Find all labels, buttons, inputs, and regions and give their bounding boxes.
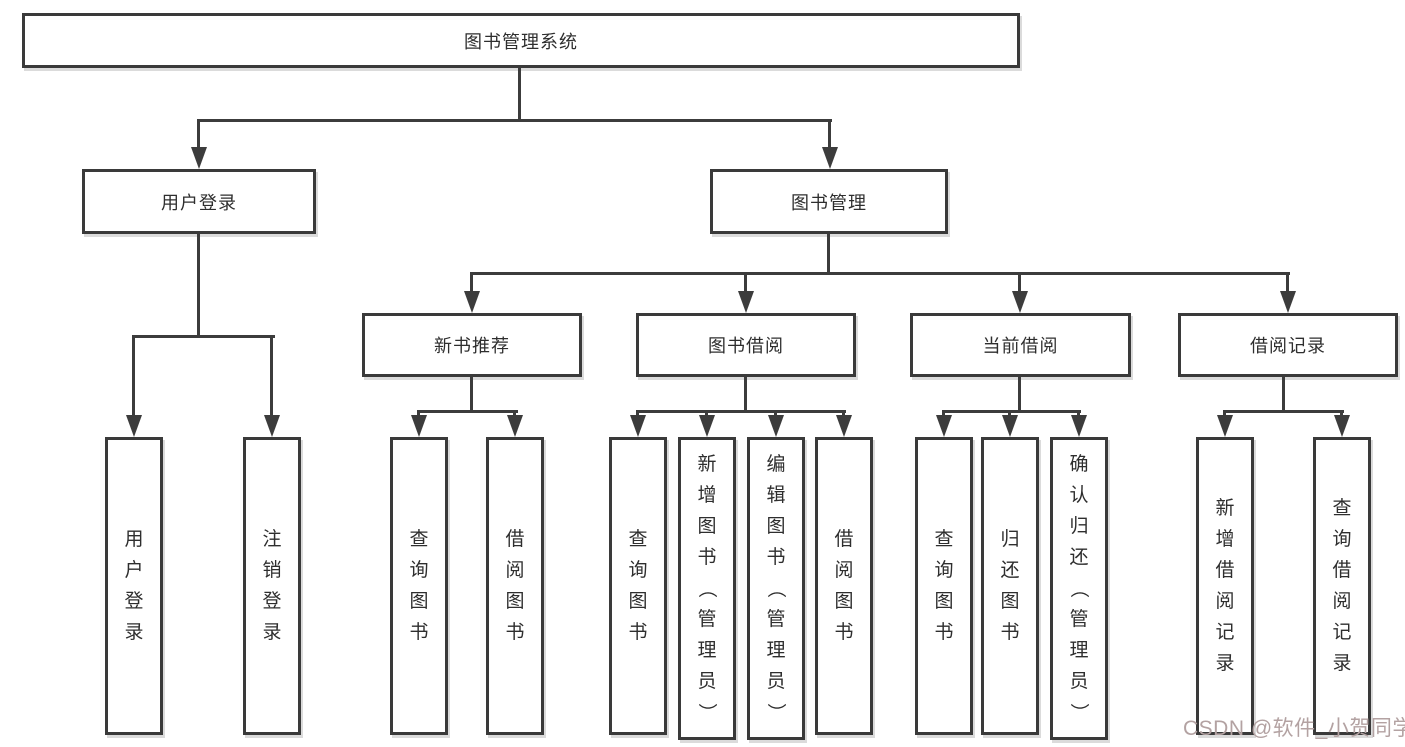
- node-leaf-query-borrow-record-label: 查询借阅记录: [1332, 498, 1352, 674]
- arrowhead-to-leaf-borrow-book-1: [507, 415, 523, 437]
- node-leaf-return-book: 归还图书: [981, 437, 1039, 735]
- node-leaf-edit-book-label: 编辑图书（管理员）: [765, 454, 787, 723]
- node-leaf-user-login-label: 用户登录: [124, 529, 144, 643]
- node-book-borrow-label: 图书借阅: [708, 336, 784, 356]
- node-leaf-logout: 注销登录: [243, 437, 301, 735]
- arrowhead-to-leaf-edit-book: [768, 415, 784, 437]
- node-leaf-user-login: 用户登录: [105, 437, 163, 735]
- node-new-book-rec-label: 新书推荐: [434, 336, 510, 356]
- arrowhead-to-leaf-borrow-book-2: [836, 415, 852, 437]
- node-leaf-query-borrow-record: 查询借阅记录: [1313, 437, 1371, 735]
- node-user-login-group: 用户登录: [82, 169, 316, 234]
- connector-to-borrow-records: [1286, 272, 1289, 294]
- arrowhead-to-leaf-user-login: [126, 415, 142, 437]
- connector-book-borrow-trunk: [744, 377, 747, 413]
- connector-new-book-rec-trunk: [470, 377, 473, 413]
- node-book-borrow: 图书借阅: [636, 313, 856, 377]
- node-leaf-borrow-book-2: 借阅图书: [815, 437, 873, 735]
- connector-book-borrow-split-bar: [636, 410, 846, 413]
- connector-borrow-records-trunk: [1282, 377, 1285, 413]
- arrowhead-to-book-borrow: [738, 291, 754, 313]
- node-leaf-edit-book: 编辑图书（管理员）: [747, 437, 805, 740]
- arrowhead-to-borrow-records: [1280, 291, 1296, 313]
- node-leaf-query-book-1-label: 查询图书: [409, 529, 429, 643]
- node-book-mgmt: 图书管理: [710, 169, 948, 234]
- connector-root-split-bar: [198, 119, 832, 122]
- node-leaf-add-book-label: 新增图书（管理员）: [696, 454, 718, 723]
- node-leaf-query-book-2: 查询图书: [609, 437, 667, 735]
- node-leaf-logout-label: 注销登录: [262, 529, 282, 643]
- arrowhead-to-leaf-add-borrow-record: [1217, 415, 1233, 437]
- node-new-book-rec: 新书推荐: [362, 313, 582, 377]
- arrowhead-to-leaf-confirm-return: [1071, 415, 1087, 437]
- node-leaf-query-book-1: 查询图书: [390, 437, 448, 735]
- node-leaf-confirm-return-label: 确认归还（管理员）: [1068, 454, 1090, 723]
- connector-to-leaf-user-login: [132, 335, 135, 417]
- arrowhead-to-leaf-add-book: [699, 415, 715, 437]
- connector-book-mgmt-trunk: [827, 234, 830, 275]
- connector-book-mgmt-split-bar: [470, 272, 1290, 275]
- connector-new-book-rec-split-bar: [417, 410, 518, 413]
- node-leaf-add-borrow-record-label: 新增借阅记录: [1215, 498, 1235, 674]
- arrowhead-to-leaf-query-book-1: [411, 415, 427, 437]
- connector-to-new-book-rec: [470, 272, 473, 294]
- arrowhead-to-book-mgmt: [822, 147, 838, 169]
- connector-to-leaf-logout: [270, 335, 273, 417]
- arrowhead-to-leaf-query-borrow-record: [1334, 415, 1350, 437]
- arrowhead-to-leaf-return-book: [1002, 415, 1018, 437]
- node-leaf-borrow-book-1-label: 借阅图书: [505, 529, 525, 643]
- node-leaf-query-book-2-label: 查询图书: [628, 529, 648, 643]
- node-current-borrow-label: 当前借阅: [982, 336, 1059, 356]
- node-leaf-return-book-label: 归还图书: [1000, 529, 1020, 643]
- connector-borrow-records-split-bar: [1223, 410, 1344, 413]
- connector-user-login-split-bar: [133, 335, 275, 338]
- arrowhead-to-current-borrow: [1012, 291, 1028, 313]
- connector-current-borrow-split-bar: [942, 410, 1081, 413]
- connector-to-user-login: [197, 119, 200, 151]
- node-borrow-records-label: 借阅记录: [1250, 336, 1326, 356]
- connector-user-login-trunk: [197, 234, 200, 338]
- node-leaf-borrow-book-1: 借阅图书: [486, 437, 544, 735]
- connector-to-current-borrow: [1018, 272, 1021, 294]
- connector-root-trunk: [518, 68, 521, 121]
- csdn-watermark: CSDN @软件_小贺同学: [1183, 717, 1405, 740]
- node-leaf-query-book-3: 查询图书: [915, 437, 973, 735]
- node-leaf-query-book-3-label: 查询图书: [934, 529, 954, 643]
- arrowhead-to-leaf-logout: [264, 415, 280, 437]
- arrowhead-to-leaf-query-book-2: [630, 415, 646, 437]
- node-leaf-confirm-return: 确认归还（管理员）: [1050, 437, 1108, 740]
- connector-current-borrow-trunk: [1018, 377, 1021, 413]
- node-leaf-add-borrow-record: 新增借阅记录: [1196, 437, 1254, 735]
- arrowhead-to-user-login: [191, 147, 207, 169]
- node-root-label: 图书管理系统: [464, 31, 578, 52]
- arrowhead-to-leaf-query-book-3: [936, 415, 952, 437]
- arrowhead-to-new-book-rec: [464, 291, 480, 313]
- node-current-borrow: 当前借阅: [910, 313, 1131, 377]
- connector-to-book-borrow: [744, 272, 747, 294]
- node-book-mgmt-label: 图书管理: [791, 192, 867, 213]
- connector-to-book-mgmt: [828, 119, 831, 151]
- node-borrow-records: 借阅记录: [1178, 313, 1398, 377]
- node-leaf-add-book: 新增图书（管理员）: [678, 437, 736, 740]
- node-leaf-borrow-book-2-label: 借阅图书: [834, 529, 854, 643]
- node-user-login-group-label: 用户登录: [161, 192, 237, 213]
- node-root: 图书管理系统: [22, 13, 1020, 68]
